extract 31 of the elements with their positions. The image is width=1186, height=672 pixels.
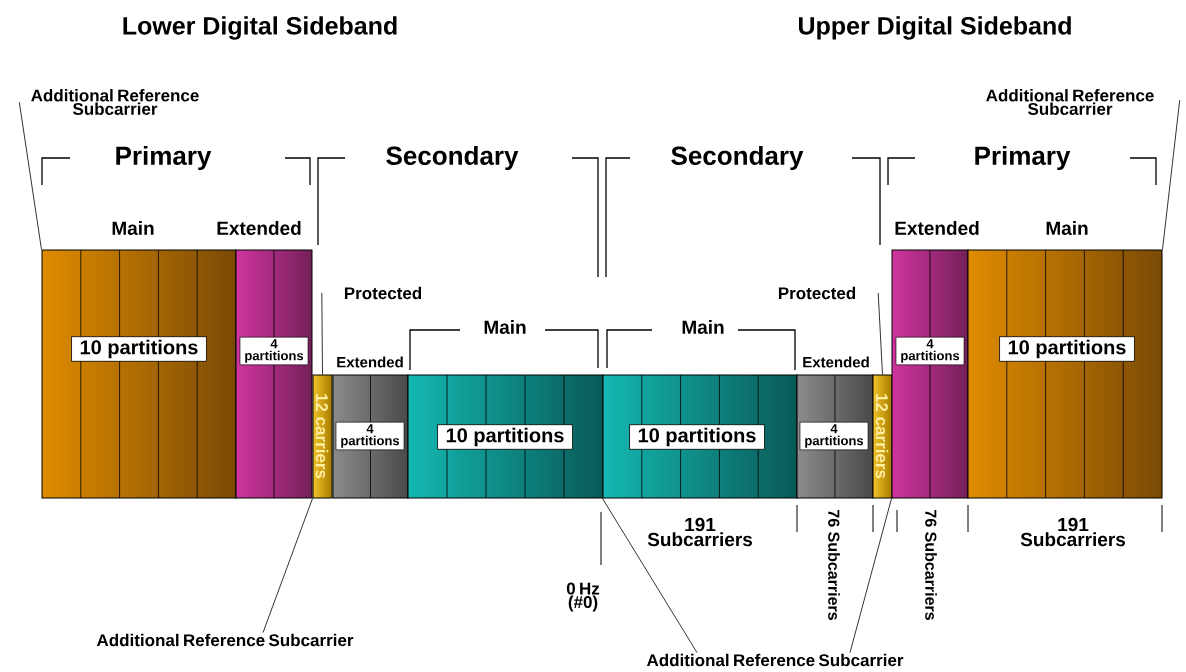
band-label: Extended (895, 221, 979, 235)
section-label: Primary (116, 145, 212, 171)
heading: Upper Digital Sideband (799, 16, 1071, 40)
frequency-label: 0 Hz (#0) (566, 582, 600, 612)
leader-line (849, 498, 892, 653)
callout-text: Protected (778, 286, 856, 300)
callout-text: Additional Reference Subcarrier (31, 89, 199, 115)
leader-line (321, 292, 323, 375)
band: 12 carriers (312, 374, 333, 499)
leader-line (602, 498, 698, 653)
leader-line (877, 292, 883, 375)
subcarrier-count: 76 Subcarriers (925, 510, 937, 620)
callout-text: Additional Reference Subcarrier (646, 653, 904, 667)
leader-line (1162, 99, 1181, 250)
callout-text: Protected (344, 286, 422, 300)
leader-line (18, 101, 42, 250)
band-label: Extended (337, 356, 403, 368)
callout-text: Additional Reference Subcarrier (986, 89, 1154, 115)
leader-line (262, 498, 313, 633)
section-label: Secondary (671, 145, 804, 171)
band-label: Extended (803, 356, 869, 368)
band-label: Main (682, 320, 724, 334)
heading: Lower Digital Sideband (123, 16, 397, 40)
band-label: Main (484, 320, 526, 334)
callout-text: Additional Reference Subcarrier (96, 633, 354, 647)
subcarrier-count: 76 Subcarriers (828, 510, 840, 620)
section-label: Secondary (386, 145, 519, 171)
subcarrier-count: 191 Subcarriers (647, 517, 752, 547)
section-label: Primary (975, 145, 1071, 171)
band-label: Extended (217, 221, 301, 235)
subcarrier-count: 191 Subcarriers (1020, 517, 1126, 547)
